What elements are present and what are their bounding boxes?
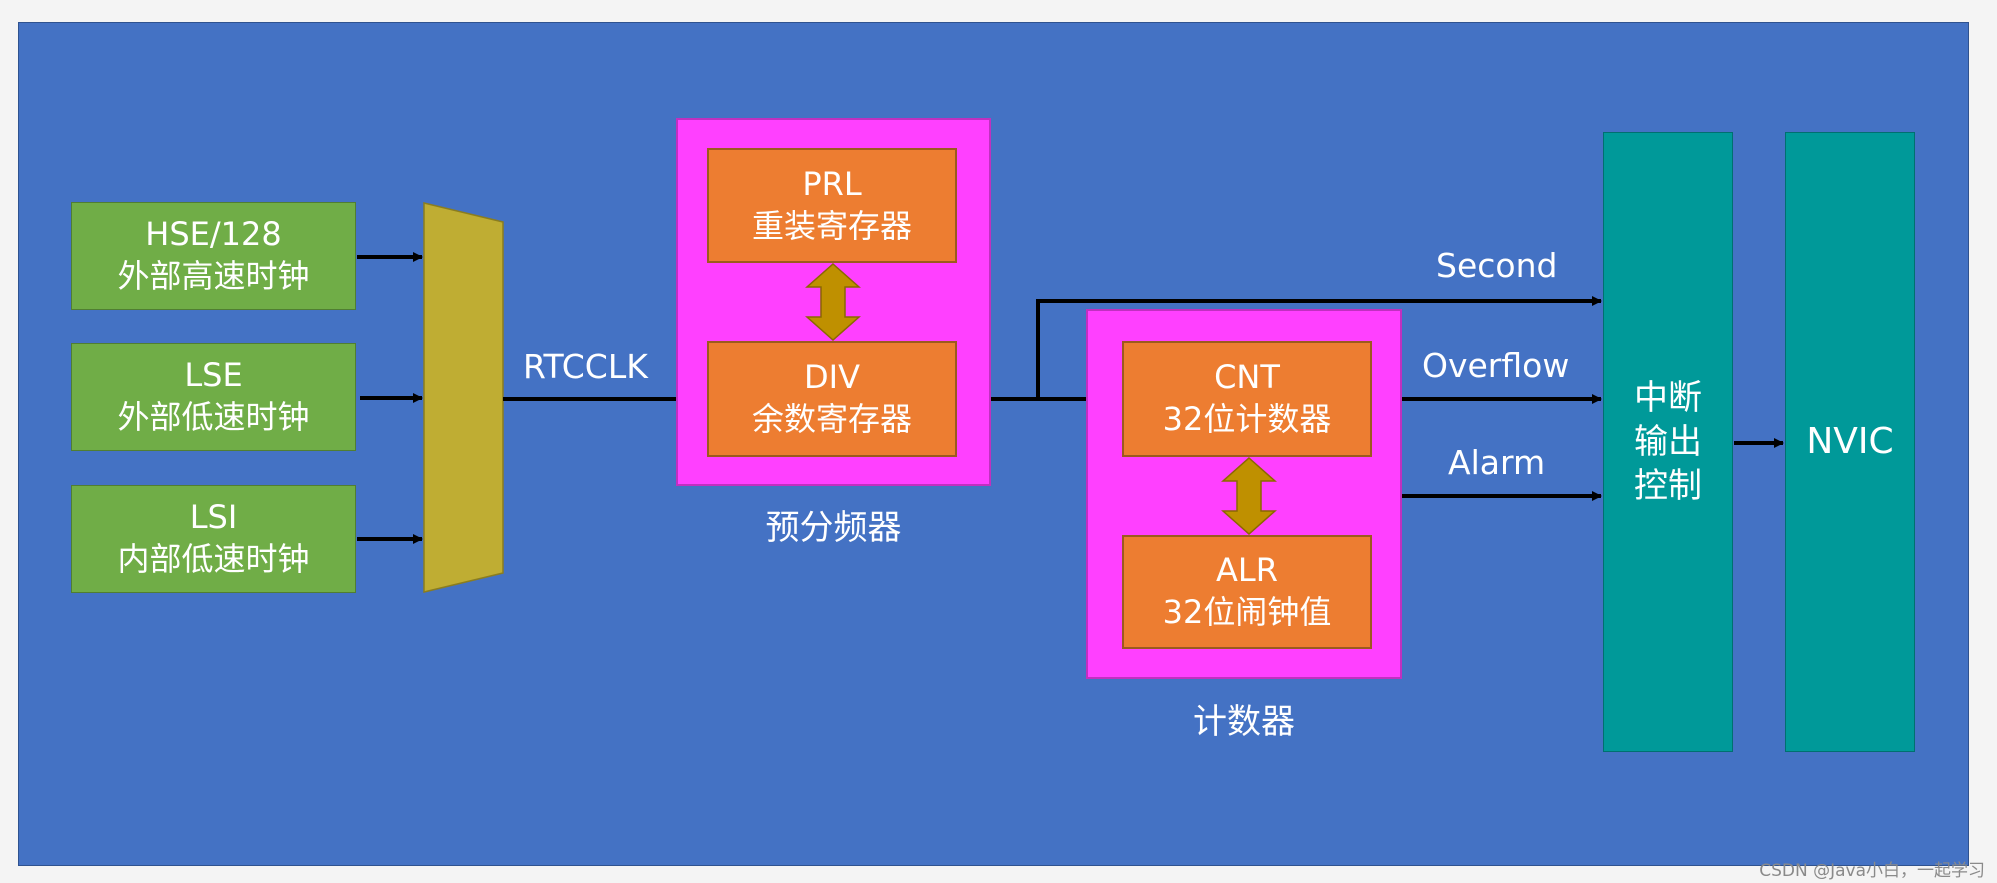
prl-register: PRL 重装寄存器 [707,148,957,263]
watermark: CSDN @Java小白，一起学习 [1759,861,1985,881]
alarm-label: Alarm [1448,443,1546,482]
counter-caption: 计数器 [1193,702,1295,742]
irq-ctrl-line1: 中断 [1634,377,1702,418]
alr-name: ALR [1216,551,1278,590]
source-box-hse: HSE/128 外部高速时钟 [71,202,356,310]
prl-div-double-arrow [805,263,861,341]
source-lse-name: LSE [184,356,243,395]
div-name: DIV [804,358,860,397]
div-desc: 余数寄存器 [751,400,912,438]
overflow-label: Overflow [1422,346,1570,385]
second-arrow [1036,296,1602,399]
nvic-label: NVIC [1806,420,1894,462]
cnt-register: CNT 32位计数器 [1122,341,1372,457]
cnt-alr-double-arrow [1221,457,1277,535]
prescaler-caption: 预分频器 [765,508,902,548]
irq-ctrl-line3: 控制 [1634,466,1702,507]
cnt-name: CNT [1214,358,1280,397]
source-box-lsi: LSI 内部低速时钟 [71,485,356,593]
prl-name: PRL [802,164,862,203]
prl-desc: 重装寄存器 [751,206,912,245]
rtcclk-label: RTCCLK [523,347,648,386]
irq-ctrl-line2: 输出 [1634,421,1702,462]
nvic-box: NVIC [1785,132,1915,752]
cnt-desc: 32位计数器 [1162,400,1332,438]
source-lsi-desc: 内部低速时钟 [117,540,310,578]
interrupt-output-control: 中断 输出 控制 [1603,132,1733,752]
second-label: Second [1436,246,1558,285]
clock-mux [423,202,504,593]
source-lsi-name: LSI [189,498,238,537]
source-lse-desc: 外部低速时钟 [117,398,310,436]
source-hse-desc: 外部高速时钟 [117,257,310,295]
source-box-lse: LSE 外部低速时钟 [71,343,356,451]
div-register: DIV 余数寄存器 [707,341,957,457]
alr-desc: 32位闹钟值 [1162,593,1332,631]
source-hse-name: HSE/128 [145,215,282,254]
alr-register: ALR 32位闹钟值 [1122,535,1372,649]
